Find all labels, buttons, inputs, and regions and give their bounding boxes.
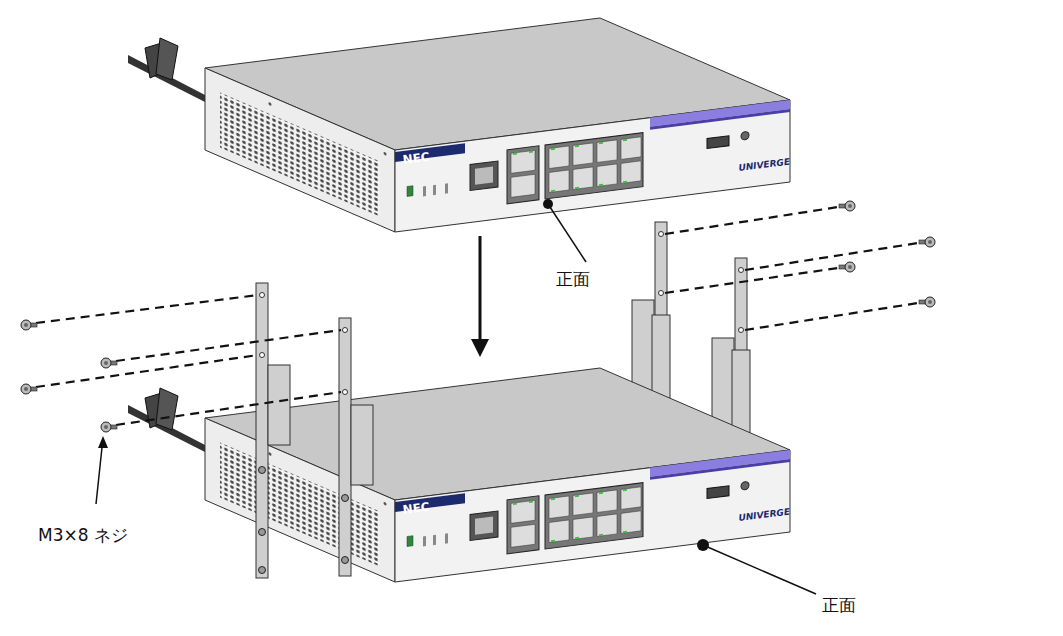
part-label: M3×8 ネジ (38, 526, 128, 545)
view-label: 正面 (822, 596, 856, 615)
view-label: 正面 (556, 270, 590, 289)
